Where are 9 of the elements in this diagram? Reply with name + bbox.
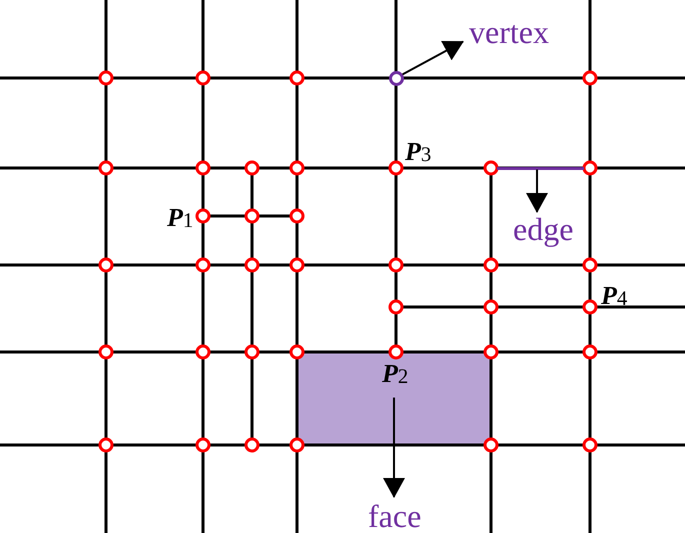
callout-label: edge xyxy=(513,213,574,245)
arrow xyxy=(526,170,548,213)
callout-label: face xyxy=(368,500,422,532)
arrow xyxy=(402,40,464,76)
callout-label: vertex xyxy=(469,16,549,48)
arrow xyxy=(383,398,405,498)
face-region xyxy=(297,352,491,445)
vertex-marker-icon xyxy=(388,70,404,86)
edge-segment xyxy=(497,166,584,170)
